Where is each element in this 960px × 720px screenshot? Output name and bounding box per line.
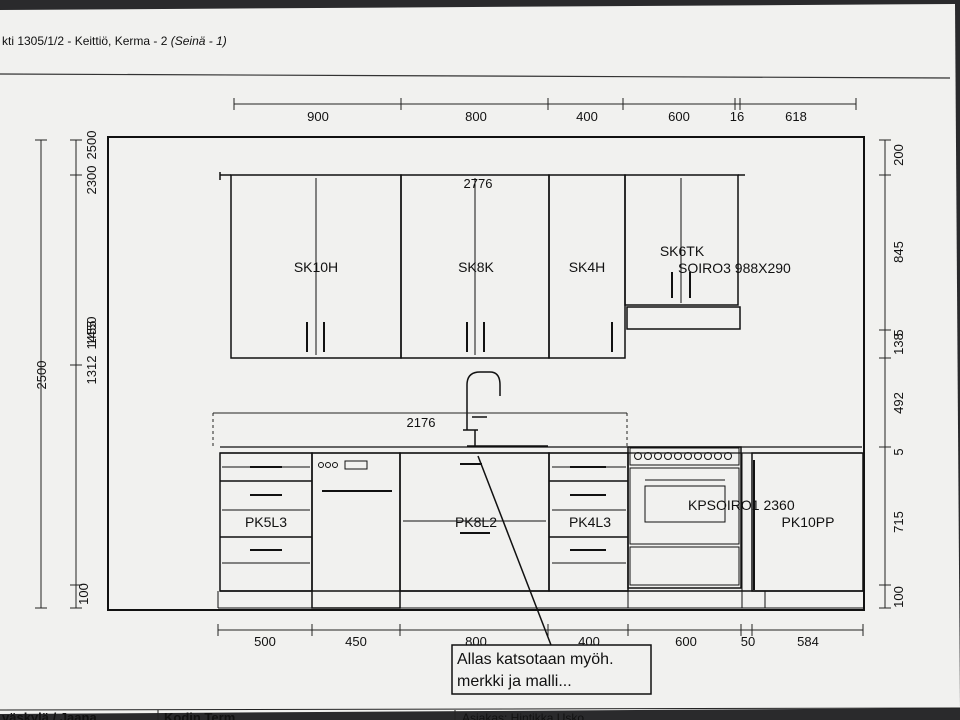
lower-handles [250, 460, 755, 590]
plinth [217, 591, 863, 609]
stove-details [629, 447, 740, 586]
footer-middle: Kodin Term [164, 710, 235, 720]
stove [627, 446, 742, 589]
dim-right-6: 5 [891, 448, 906, 455]
note-box [451, 644, 652, 695]
label-pk8l2: PK8L2 [455, 514, 497, 530]
dim-right-7: 715 [891, 511, 906, 533]
drawing-title: kti 1305/1/2 - Keittiö, Kerma - 2 (Seinä… [2, 34, 227, 48]
dim-bottom-7: 584 [797, 634, 819, 649]
note-line-1: Allas katsotaan myöh. [457, 651, 614, 668]
dim-top-4: 600 [668, 109, 690, 124]
footer-rules [0, 707, 960, 720]
header-rule [0, 73, 951, 79]
upper-handles [306, 272, 691, 352]
dim-right-1: 200 [891, 144, 906, 166]
dim-right-5: 492 [891, 392, 906, 414]
label-pk5l3: PK5L3 [245, 514, 287, 530]
upper-cabinet-sk6tk [624, 174, 739, 306]
note-leader-line [477, 455, 552, 646]
dim-right-4: 138 [891, 333, 906, 355]
top-dimension-line [233, 98, 857, 110]
dim-top-6: 618 [785, 109, 807, 124]
label-pk10pp: PK10PP [782, 514, 835, 530]
counter-width-dim: 2176 [407, 415, 436, 430]
footer-left: väskylä / Jaana [2, 710, 97, 720]
footer-right: Asiakas: Hintikka Usko [462, 711, 584, 720]
label-sk8k: SK8K [458, 259, 494, 275]
counter-width-line [212, 412, 628, 446]
upper-cabinets [219, 172, 745, 359]
dim-right-8: 100 [891, 586, 906, 608]
note-line-2: merkki ja malli... [457, 673, 572, 690]
dim-bottom-5: 600 [675, 634, 697, 649]
dim-bottom-2: 450 [345, 634, 367, 649]
label-sk6tk: SK6TK [660, 243, 705, 259]
label-sk4h: SK4H [569, 259, 606, 275]
dim-top-2: 800 [465, 109, 487, 124]
dim-left-100: 100 [76, 583, 91, 605]
wall-outline [107, 136, 865, 611]
dim-left-2500: 2500 [84, 131, 99, 160]
dim-top-1: 900 [307, 109, 329, 124]
label-sk10h: SK10H [294, 259, 338, 275]
dim-bottom-6: 50 [741, 634, 755, 649]
dim-left-1455: 1455 [84, 321, 99, 350]
label-pk4l3: PK4L3 [569, 514, 611, 530]
dim-left-total: 2500 [34, 361, 49, 390]
dim-top-3: 400 [576, 109, 598, 124]
bottom-dimension-line [217, 624, 864, 636]
label-hood: SOIRO3 988X290 [678, 260, 791, 276]
left-dimension-lines [35, 139, 82, 609]
range-hood [626, 306, 741, 330]
dishwasher-controls [318, 460, 368, 470]
right-dimension-line [879, 139, 891, 609]
dim-left-1450: 1450 [84, 317, 99, 346]
label-oven: KPSOIRO1 2360 [688, 497, 795, 513]
dim-top-5: 16 [730, 109, 744, 124]
dim-right-3: 5 [891, 329, 906, 336]
dim-left-1312: 1312 [84, 356, 99, 385]
upper-width-dim: 2776 [464, 176, 493, 191]
dim-right-2: 845 [891, 241, 906, 263]
faucet [463, 371, 548, 447]
dim-bottom-1: 500 [254, 634, 276, 649]
dim-left-2300: 2300 [84, 166, 99, 195]
upper-door-arrows [315, 178, 682, 355]
